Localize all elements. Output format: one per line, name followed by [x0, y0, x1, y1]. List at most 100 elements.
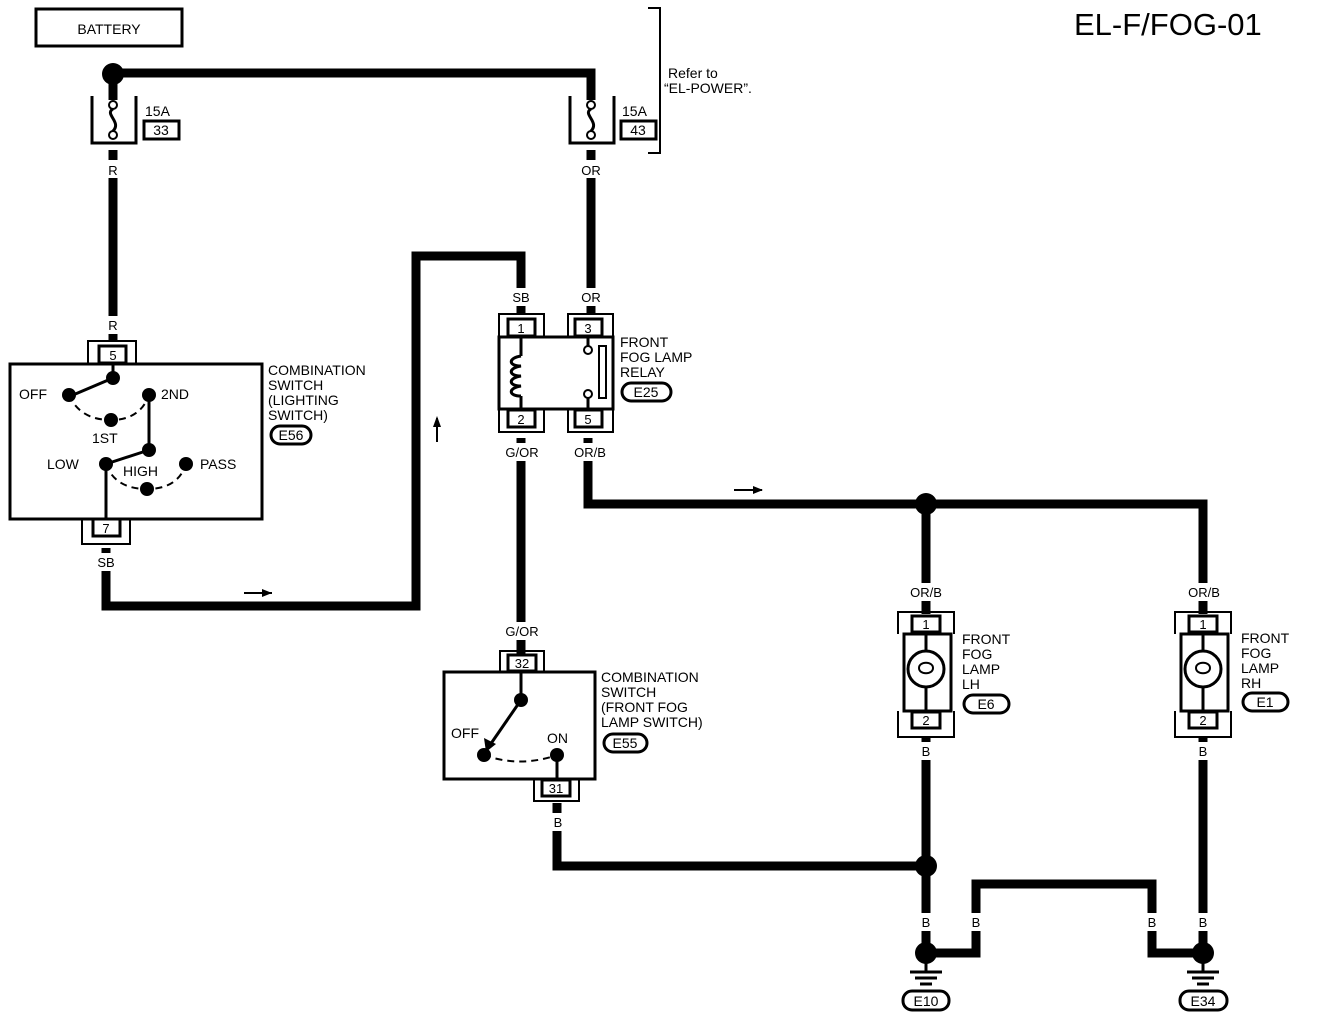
wire-label-b-rh: B: [1199, 744, 1208, 759]
junction-ground-e34: [1192, 942, 1214, 964]
fuse-33-number: 33: [153, 122, 169, 138]
lighting-switch-name-3: (LIGHTING: [268, 392, 339, 408]
relay-connector-badge: [620, 381, 673, 403]
diagram-title: EL-F/FOG-01: [1074, 7, 1262, 42]
fog-lamp-lh-connector: E6: [977, 696, 994, 712]
wire-label-b-fog: B: [554, 815, 563, 830]
fog-lamp-rh-pin-1: 1: [1199, 617, 1206, 632]
fuse-33-rating: 15A: [145, 103, 171, 119]
ground-e34: E34: [1178, 962, 1229, 1012]
fog-lamp-lh-name-3: LAMP: [962, 661, 1000, 677]
fuse-43: 15A 43: [568, 96, 658, 145]
fog-switch-connector: E55: [613, 735, 638, 751]
fog-switch-name-3: (FRONT FOG: [601, 699, 688, 715]
relay-contact-arm: [598, 345, 607, 399]
relay-body: [497, 335, 615, 411]
fog-lamp-rh-connector-badge: [1241, 691, 1290, 713]
wire-label-or-top: OR: [581, 163, 601, 178]
wire-ground-jumper: [926, 879, 1203, 958]
relay-name-3: RELAY: [620, 364, 666, 380]
lighting-high-label: HIGH: [123, 463, 158, 479]
fuse-43-number: 43: [630, 122, 646, 138]
fog-switch-name-1: COMBINATION: [601, 669, 699, 685]
lighting-switch-connector: E56: [279, 427, 304, 443]
fog-lamp-switch: 32 31 OFF ON COMBINATION SWITCH (FRONT F…: [442, 650, 703, 802]
fog-lamp-rh-pin-2: 2: [1199, 713, 1206, 728]
relay-pin-1: 1: [517, 321, 524, 336]
fog-switch-pin-32: 32: [515, 656, 529, 671]
wire-label-b-lh: B: [922, 744, 931, 759]
relay-pin-3: 3: [584, 321, 591, 336]
fog-lamp-rh-name-4: RH: [1241, 675, 1261, 691]
fog-switch-name-4: LAMP SWITCH): [601, 714, 703, 730]
wire-label-r-top: R: [108, 163, 117, 178]
lighting-pass-label: PASS: [200, 456, 236, 472]
relay-coil: [509, 354, 522, 398]
lighting-switch-body: [8, 362, 264, 521]
wire-label-or-b-lh: OR/B: [910, 585, 942, 600]
wire-sb: [101, 251, 526, 611]
fog-switch-pin-31: 31: [549, 781, 563, 796]
lighting-switch-connector-badge: [269, 424, 313, 446]
battery-label: BATTERY: [77, 21, 141, 37]
ground-e34-label: E34: [1191, 993, 1216, 1009]
wire-label-b-j1: B: [972, 915, 981, 930]
lighting-switch-name-2: SWITCH: [268, 377, 323, 393]
fuse-33: 15A 33: [90, 96, 181, 145]
ground-e34-badge: [1178, 989, 1229, 1012]
fog-lamp-relay: 1 3 2 5 FRONT FOG LAMP RELAY E25: [497, 313, 692, 433]
power-bracket: [648, 7, 661, 154]
wire-label-or-b-relay: OR/B: [574, 445, 606, 460]
ground-e10-badge: [901, 989, 951, 1012]
fog-lamp-rh-name-1: FRONT: [1241, 630, 1290, 646]
wire-label-or-relay: OR: [581, 290, 601, 305]
lighting-2nd-label: 2ND: [161, 386, 189, 402]
fog-lamp-lh-pin-1: 1: [922, 617, 929, 632]
junction-ground-e10: [915, 942, 937, 964]
fog-lamp-lh-connector-badge: [962, 693, 1011, 715]
note-line-2: “EL-POWER”.: [664, 80, 752, 96]
fog-lamp-lh-pin-2: 2: [922, 713, 929, 728]
wire-label-sb-switch: SB: [97, 555, 114, 570]
junction-or-b: [915, 493, 937, 515]
fog-lamp-lh-bulb: [906, 649, 946, 689]
wire-label-b-g1: B: [922, 915, 931, 930]
junction-battery: [102, 63, 124, 85]
junctions: [102, 63, 1214, 964]
ground-e10: E10: [901, 962, 951, 1012]
wire-color-labels: R OR R SB OR G/OR OR/B SB G/OR B OR/B OR…: [93, 160, 1228, 931]
lighting-low-label: LOW: [47, 456, 80, 472]
fog-lamp-rh-name-3: LAMP: [1241, 660, 1279, 676]
wire-label-or-b-rh: OR/B: [1188, 585, 1220, 600]
fog-lamp-rh: 1 2 FRONT FOG LAMP RH E1: [1174, 611, 1290, 738]
relay-connector: E25: [634, 384, 659, 400]
wire-label-b-j2: B: [1148, 915, 1157, 930]
fog-lamp-lh: 1 2 FRONT FOG LAMP LH E6: [897, 611, 1011, 738]
wire-label-g-or-relay: G/OR: [505, 445, 538, 460]
ground-e10-label: E10: [914, 993, 939, 1009]
junction-b: [915, 855, 937, 877]
note-line-1: Refer to: [668, 65, 718, 81]
lighting-switch: 5 7 OFF 2ND 1ST LOW HIGH PASS COMBINATIO…: [8, 340, 366, 545]
relay-pin-2: 2: [517, 412, 524, 427]
wire-label-b-g2: B: [1199, 915, 1208, 930]
relay-name-1: FRONT: [620, 334, 669, 350]
fog-lamp-rh-name-2: FOG: [1241, 645, 1271, 661]
wire-label-sb-relay: SB: [512, 290, 529, 305]
flow-arrows: [244, 416, 763, 597]
lighting-1st-label: 1ST: [92, 430, 118, 446]
fog-lamp-rh-connector: E1: [1256, 694, 1273, 710]
lighting-switch-name-4: SWITCH): [268, 407, 328, 423]
lighting-off-label: OFF: [19, 386, 47, 402]
wire-b-fog-switch: [552, 803, 926, 871]
wire-or-b-main: [583, 438, 1208, 614]
wire-label-r-mid: R: [108, 318, 117, 333]
relay-pin-5: 5: [584, 412, 591, 427]
wire-label-g-or-fog: G/OR: [505, 624, 538, 639]
fog-lamp-lh-name-1: FRONT: [962, 631, 1011, 647]
fog-lamp-rh-bulb: [1183, 649, 1223, 689]
lighting-switch-name-1: COMBINATION: [268, 362, 366, 378]
fog-switch-on-label: ON: [547, 730, 568, 746]
fuse-43-rating: 15A: [622, 103, 648, 119]
